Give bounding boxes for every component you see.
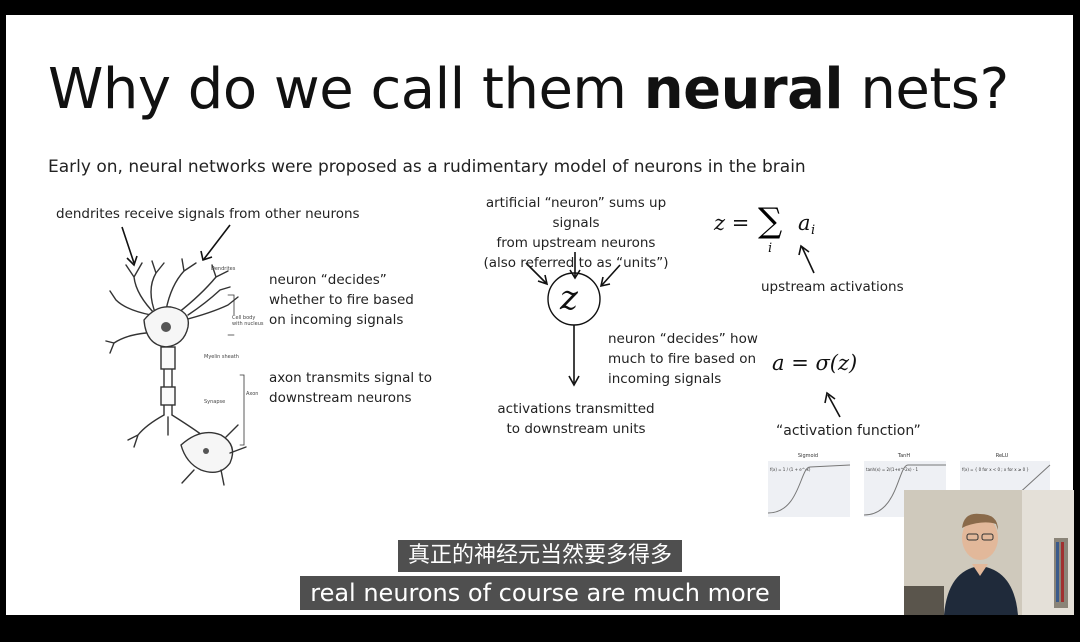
sigmoid-chart: Sigmoid f(x) = 1 / (1 + e^-x) (767, 453, 851, 517)
sigmoid-chart-title: Sigmoid (798, 453, 818, 459)
upstream-activations-label: upstream activations (761, 279, 904, 295)
axon-label: axon transmits signal to downstream neur… (269, 370, 432, 406)
neuron-part-label: with nucleus (232, 321, 264, 327)
sum-equation: z = ∑ i a i (714, 201, 816, 256)
neuron-part-label: Cell body (232, 315, 255, 321)
neuron-part-label: Myelin sheath (204, 354, 239, 360)
artificial-neuron-label: artificial “neuron” sums up signals from… (483, 195, 669, 271)
relu-formula: f(x) = { 0 for x < 0 ; x for x ≥ 0 } (962, 467, 1029, 472)
slide: Why do we call them neural nets? Early o… (6, 15, 1073, 615)
sigmoid-curve (767, 464, 851, 514)
activation-equation: a = σ(z) (772, 351, 858, 375)
presenter-illustration (904, 490, 1074, 615)
neuron-illustration: Dendrites Cell body with nucleus Myelin … (105, 224, 841, 486)
webcam-presenter-image (904, 490, 1074, 615)
activations-transmitted-label: activations transmitted to downstream un… (497, 401, 655, 437)
relu-chart-title: ReLU (996, 453, 1009, 459)
tanh-curve (863, 464, 946, 516)
neuron-decides-label: neuron “decides” whether to fire based o… (269, 272, 414, 328)
neuron-part-label: Synapse (204, 399, 225, 405)
neuron-part-label: Dendrites (211, 266, 236, 272)
neuron-decides-how-label: neuron “decides” how much to fire based … (608, 331, 758, 387)
slide-title: Why do we call them neural nets? (48, 57, 1009, 122)
subtitle-chinese: 真正的神经元当然要多得多 (0, 540, 1080, 572)
sigmoid-formula: f(x) = 1 / (1 + e^-x) (770, 467, 811, 472)
slide-subtitle: Early on, neural networks were proposed … (48, 157, 806, 177)
activation-function-label: “activation function” (776, 423, 921, 439)
tanh-chart-title: TanH (897, 453, 910, 459)
neuron-part-label: Axon (246, 391, 258, 397)
neuron-node-symbol: z (560, 278, 578, 318)
subtitle-english: real neurons of course are much more (0, 576, 1080, 610)
tanh-formula: tanh(x) = 2/(1+e^-2x) - 1 (866, 467, 919, 472)
dendrites-label: dendrites receive signals from other neu… (56, 206, 360, 222)
